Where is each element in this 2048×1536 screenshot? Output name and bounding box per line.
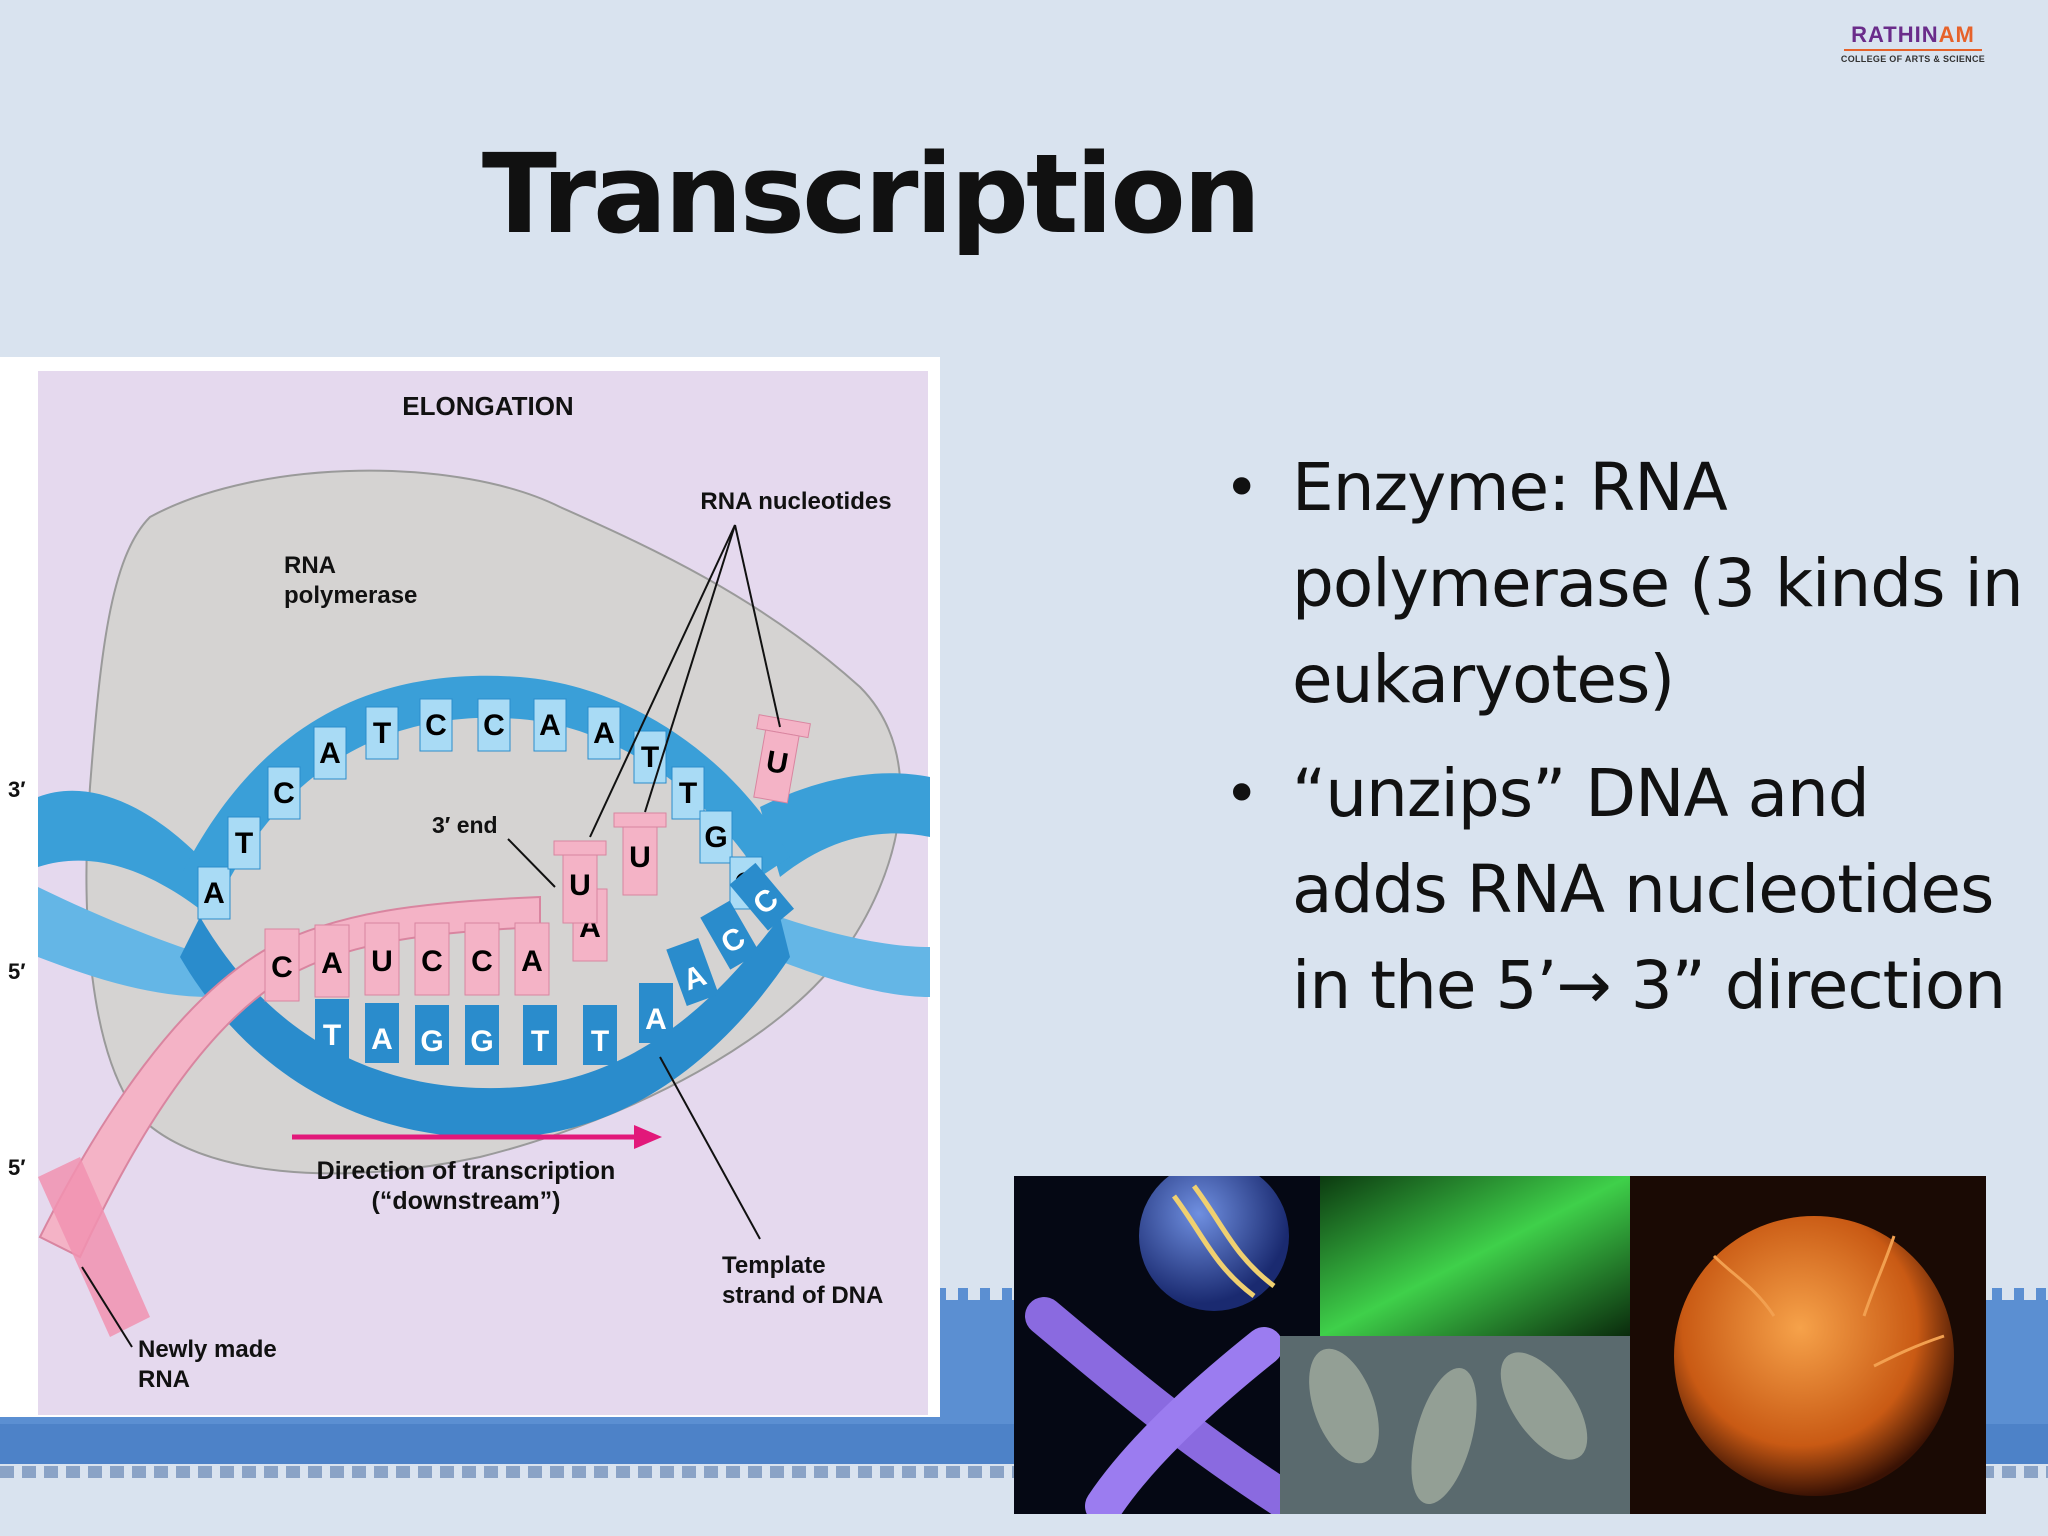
end-5-bottom-label: 5′ (8, 1155, 26, 1180)
bullet-line: eukaryotes) (1292, 641, 1675, 718)
egg-cell-sphere (1674, 1216, 1954, 1496)
bullet-item-enzyme: • Enzyme: RNA polymerase (3 kinds in euk… (1210, 440, 2040, 728)
end-5-mid-label: 5′ (8, 959, 26, 984)
template-base: G (420, 1025, 443, 1058)
coding-base: T (373, 717, 391, 750)
rna-nucleotides-label: RNA nucleotides (700, 488, 891, 515)
template-base: T (591, 1025, 609, 1058)
rna-base: A (521, 945, 543, 978)
direction-arrowhead (634, 1125, 662, 1149)
rna-base: U (371, 945, 393, 978)
coding-base: T (641, 741, 659, 774)
coding-base: A (319, 737, 341, 770)
transcription-diagram: A T C A T C C A A T T G G C A U C C A (0, 357, 940, 1417)
coding-base: C (483, 709, 505, 742)
dna-right-strand-2 (770, 917, 930, 997)
bullet-dot: • (1224, 453, 1259, 523)
coding-base: T (679, 777, 697, 810)
template-bases: T A G G T T A A C C (315, 862, 795, 1065)
bullet-line: polymerase (3 kinds in (1292, 545, 2024, 622)
template-label-2: strand of DNA (722, 1282, 883, 1309)
transcription-diagram-svg: A T C A T C C A A T T G G C A U C C A (8, 371, 930, 1415)
template-base: T (323, 1019, 341, 1052)
logo-underline (1844, 49, 1982, 51)
coding-strand-bases: A T C A T C C A A T T G G (197, 698, 763, 920)
logo-name-accent: AM (1938, 22, 1975, 47)
incoming-nucleotides: U U U (553, 714, 811, 924)
direction-label-2: (“downstream”) (372, 1187, 561, 1215)
rna-base: C (471, 945, 493, 978)
direction-label-1: Direction of transcription (317, 1157, 616, 1185)
bullet-item-unzips: • “unzips” DNA and adds RNA nucleotides … (1210, 746, 2040, 1034)
rna-base: C (271, 951, 293, 984)
three-prime-end-label: 3′ end (432, 812, 498, 838)
bullet-line: in the 5’→ 3” direction (1292, 947, 2006, 1024)
rna-polymerase-label-1: RNA (284, 552, 336, 579)
coding-base: C (425, 709, 447, 742)
bullet-dot: • (1224, 759, 1259, 829)
pointer-lines (81, 524, 781, 1348)
rna-polymerase-label-2: polymerase (284, 582, 417, 609)
dna-left-strand-2 (38, 887, 210, 997)
coding-base: C (273, 777, 295, 810)
chromosome-photo (1025, 1297, 1313, 1514)
coding-base: A (203, 877, 225, 910)
dna-left-strand-1 (38, 790, 210, 917)
coding-base: A (539, 709, 561, 742)
green-cells-photo (1320, 1176, 1630, 1336)
template-base: A (645, 1003, 667, 1036)
template-label-1: Template (722, 1252, 826, 1279)
template-base: T (531, 1025, 549, 1058)
logo-subtitle: COLLEGE OF ARTS & SCIENCE (1840, 54, 1986, 64)
template-base: A (371, 1023, 393, 1056)
bullet-line: adds RNA nucleotides (1292, 851, 1994, 928)
dna-right-strand-1 (760, 773, 930, 877)
diagram-heading: ELONGATION (402, 391, 573, 421)
template-base: G (470, 1025, 493, 1058)
coding-base: G (704, 821, 727, 854)
template-strand (180, 917, 790, 1138)
incoming-nucleotide: U (569, 869, 591, 902)
rna-base: C (421, 945, 443, 978)
dna-sphere-photo (1139, 1176, 1289, 1311)
bullet-line: “unzips” DNA and (1292, 755, 1870, 832)
newly-made-rna-label-1: Newly made (138, 1336, 277, 1363)
incoming-nucleotide: U (629, 841, 651, 874)
end-3-top-label: 3′ (8, 777, 26, 802)
biology-photo-collage (1014, 1176, 1986, 1514)
rna-tail (38, 1157, 150, 1337)
bullet-line: Enzyme: RNA (1292, 449, 1728, 526)
coding-base: T (235, 827, 253, 860)
slide-title: Transcription (481, 130, 1261, 258)
newly-made-rna-label-2: RNA (138, 1366, 190, 1393)
bullet-list: • Enzyme: RNA polymerase (3 kinds in euk… (1210, 440, 2040, 1052)
coding-base: A (593, 717, 615, 750)
college-logo: RATHINAM COLLEGE OF ARTS & SCIENCE (1838, 22, 1988, 64)
logo-name: RATHIN (1851, 22, 1939, 47)
rna-base: A (321, 947, 343, 980)
dna-helix-icon (1171, 1184, 1276, 1298)
